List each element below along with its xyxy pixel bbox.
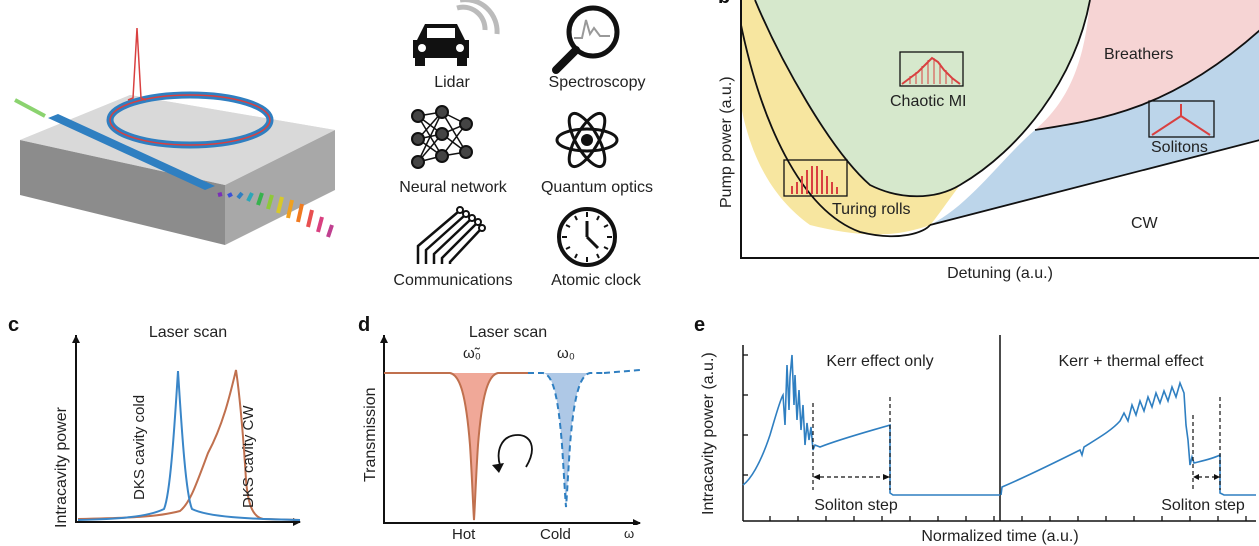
e-step-label-left: Soliton step [814,497,898,514]
curve-cold [77,370,301,521]
panel-label-d: d [358,314,371,336]
region-turing-rolls [741,0,960,235]
region-solitons [930,30,1259,225]
c-title: Laser scan [148,324,228,341]
e-trace-kerr-thermal [1000,380,1256,496]
e-plot [742,335,1256,522]
region-label-solitons: Solitons [1151,139,1208,156]
phase-diagram [740,0,1259,259]
region-label-turing-rolls: Turing rolls [832,201,911,218]
d-hot-resonance-label: ω̃₀ [463,345,481,362]
d-cold-resonance-label: ω₀ [557,345,575,362]
hot-resonance-dip [384,372,528,521]
inset-turing-rolls [783,159,848,197]
region-label-cw: CW [1131,215,1158,232]
d-plot [380,335,641,525]
inset-solitons [1148,100,1215,138]
e-y-axis-label: Intracavity power (a.u.) [700,352,717,515]
c-plot [72,335,301,526]
chip-front-face [225,130,335,245]
magnifier-spectrum-icon [552,5,620,74]
panel-label-c: c [8,314,20,336]
fiber-bundle-icon [416,206,486,264]
panel-label-b: b [718,0,730,9]
microresonator-illustration [14,27,335,245]
app-label-lidar: Lidar [434,74,470,91]
soliton-pulse [127,27,147,101]
panel-label-e: e [694,314,706,336]
e-x-axis-label: Normalized time (a.u.) [921,528,1079,545]
e-right-title: Kerr + thermal effect [1058,353,1204,370]
app-label-quantum-optics: Quantum optics [540,179,654,196]
e-left-title: Kerr effect only [826,353,934,370]
neural-network-icon [411,105,473,169]
bus-waveguide [48,114,215,190]
atom-icon [555,111,619,169]
d-title: Laser scan [468,324,548,341]
d-x-axis-label: ω [624,526,635,541]
curve-cw [77,369,301,521]
c-label-cw: DKS cavity CW [240,405,257,508]
inset-chaotic-mi [899,51,964,87]
b-x-axis-label: Detuning (a.u.) [947,265,1053,282]
app-label-neural-network: Neural network [399,179,507,196]
hysteresis-arrow [497,434,533,468]
region-label-breathers: Breathers [1104,46,1174,63]
e-trace-kerr [742,354,1000,496]
app-label-atomic-clock: Atomic clock [551,272,641,289]
region-chaotic-mi [755,0,1090,197]
e-step-label-right: Soliton step [1161,497,1245,514]
clock-icon [557,207,617,267]
output-spectrum [217,191,334,238]
car-lidar-icon [413,0,500,66]
region-breathers [1035,0,1259,130]
app-label-spectroscopy: Spectroscopy [548,74,646,91]
region-label-chaotic-mi: Chaotic MI [890,93,967,110]
chip-side-face [20,140,225,245]
b-y-axis-label: Pump power (a.u.) [718,76,735,208]
cold-resonance-dip [528,372,604,508]
app-label-communications: Communications [393,272,513,289]
c-label-cold: DKS cavity cold [131,394,148,500]
